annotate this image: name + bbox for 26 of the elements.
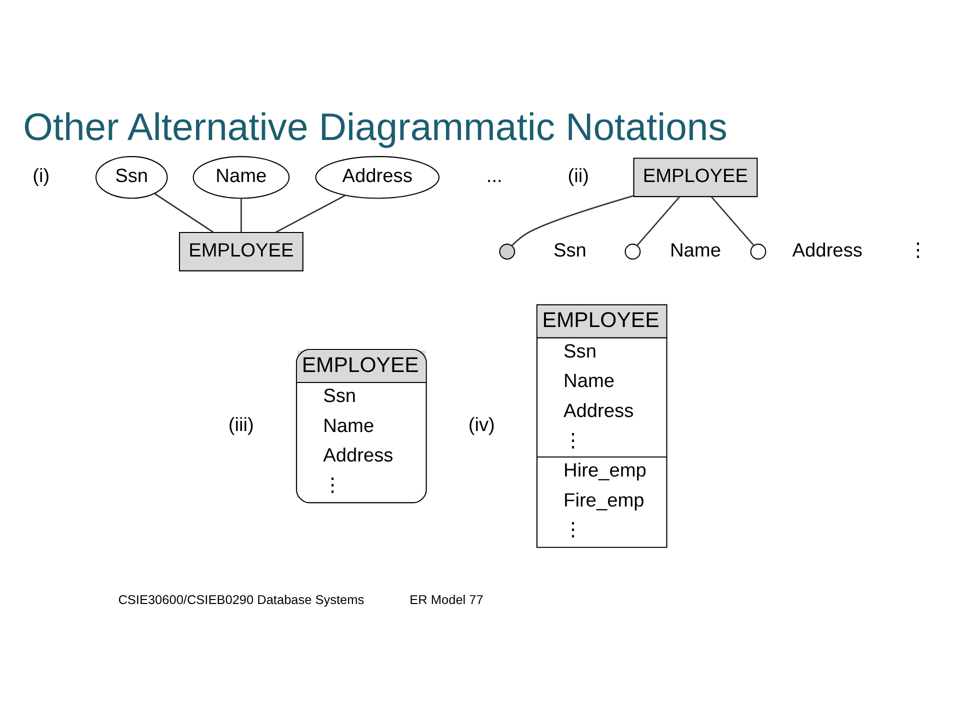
node-label: Address [792,240,862,262]
node-ellipse: Ssn [95,156,168,199]
node-ellipse: Address [315,156,440,199]
connector [240,198,242,232]
label: ⋮ [908,240,928,262]
label: (ii) [568,166,590,188]
node-ellipse: Name [192,156,290,199]
connector [710,196,754,246]
node-box: EMPLOYEE [178,232,304,272]
node-label: Name [670,240,721,262]
label: (iv) [468,414,495,436]
diagram-title: Other Alternative Diagrammatic Notations [23,106,728,150]
node-circle [750,244,766,260]
node-circle [624,244,641,260]
node-box: EMPLOYEE [633,158,758,198]
label: ER Model 77 [410,592,484,607]
connector [512,195,634,246]
node-circle [499,244,516,260]
label: (iii) [228,414,254,436]
label: ... [486,166,502,188]
connector [275,194,346,233]
label: (i) [32,166,50,188]
connector [154,193,214,233]
node-label: Ssn [553,240,586,262]
label: CSIE30600/CSIEB0290 Database Systems [118,592,364,607]
connector [636,196,680,246]
